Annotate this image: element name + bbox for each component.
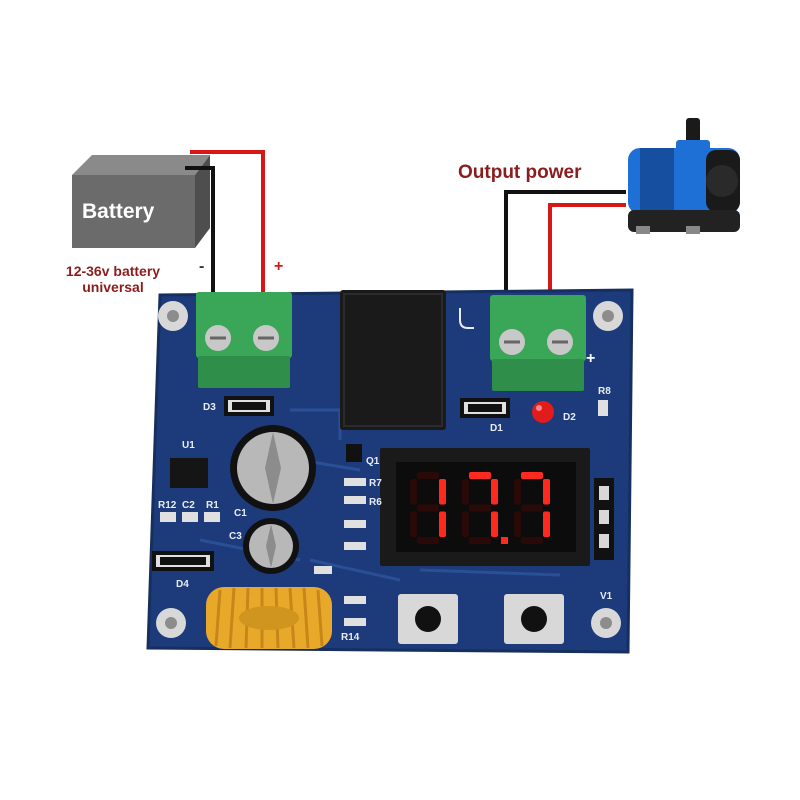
segment-c — [543, 511, 550, 537]
output-power-label: Output power — [458, 162, 582, 183]
silk-d3: D3 — [203, 402, 216, 413]
input-terminal-block — [196, 292, 292, 388]
mounting-holes — [156, 301, 623, 638]
decimal-point — [501, 537, 508, 544]
display-digit — [514, 472, 550, 544]
silk-q1: Q1 — [366, 456, 380, 467]
battery-label: Battery — [82, 200, 155, 223]
output-minus-mark — [459, 308, 474, 329]
battery-spec-line1: 12-36v battery — [65, 263, 161, 279]
segment-b — [491, 479, 498, 505]
output-plus-sign: + — [586, 350, 596, 367]
segment-a — [469, 472, 491, 479]
display-digit — [462, 472, 498, 544]
segment-b — [439, 479, 446, 505]
silk-c2: C2 — [182, 500, 195, 511]
segment-d — [521, 537, 543, 544]
silk-r6: R6 — [369, 497, 382, 508]
electrolytic-capacitors — [230, 425, 316, 574]
silk-c3: C3 — [229, 531, 242, 542]
segment-e — [410, 511, 417, 537]
output-terminal-block — [490, 295, 586, 391]
toroid-inductor — [206, 587, 332, 649]
push-button-left[interactable] — [398, 594, 458, 644]
segment-e — [462, 511, 469, 537]
silk-d4: D4 — [176, 579, 189, 590]
silk-r7: R7 — [369, 478, 382, 489]
smd-components — [152, 396, 608, 626]
segment-c — [491, 511, 498, 537]
pin-header — [594, 478, 614, 560]
segment-d — [417, 537, 439, 544]
silk-d1: D1 — [490, 423, 503, 434]
display-digit — [410, 472, 446, 544]
segment-e — [514, 511, 521, 537]
segment-d — [469, 537, 491, 544]
seven-segment-digits — [410, 472, 550, 544]
battery-icon — [72, 155, 210, 248]
battery-spec-label: 12-36v battery universal — [48, 263, 178, 295]
silk-r14: R14 — [341, 632, 360, 643]
input-wires — [185, 150, 265, 292]
segment-c — [439, 511, 446, 537]
water-pump-icon — [628, 118, 740, 234]
segment-f — [514, 479, 521, 505]
segment-f — [410, 479, 417, 505]
silk-d2: D2 — [563, 412, 576, 423]
segment-b — [543, 479, 550, 505]
silk-r12: R12 — [158, 500, 177, 511]
led-indicator — [532, 401, 554, 423]
output-wires — [504, 190, 626, 295]
led-display-module — [380, 448, 590, 566]
silk-r8: R8 — [598, 386, 611, 397]
segment-g — [417, 504, 439, 512]
input-minus-sign: - — [199, 258, 205, 275]
silk-c1: C1 — [234, 508, 247, 519]
silk-u1: U1 — [182, 440, 195, 451]
segment-g — [521, 504, 543, 512]
battery-spec-line2: universal — [82, 279, 144, 295]
segment-a — [417, 472, 439, 479]
silk-v1: V1 — [600, 591, 613, 602]
segment-a — [521, 472, 543, 479]
silk-r1: R1 — [206, 500, 219, 511]
relay — [340, 290, 446, 430]
segment-g — [469, 504, 491, 512]
segment-f — [462, 479, 469, 505]
push-button-right[interactable] — [504, 594, 564, 644]
input-plus-sign: + — [274, 258, 284, 275]
